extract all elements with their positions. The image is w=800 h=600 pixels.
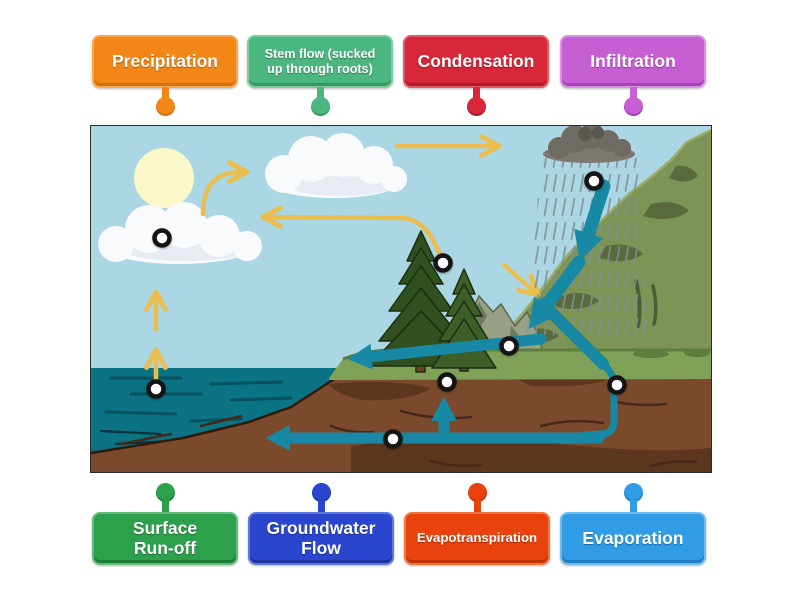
label-pin-dot xyxy=(310,97,330,116)
label-stem-flow[interactable]: Stem flow (sucked up through roots) xyxy=(247,35,393,88)
label-pin xyxy=(629,87,637,99)
label-pin xyxy=(473,500,481,514)
answer-points xyxy=(146,171,627,449)
answer-point-hillside[interactable] xyxy=(499,336,519,356)
answer-point-tree[interactable] xyxy=(433,253,453,273)
label-text: Surface Run-off xyxy=(132,517,198,558)
answer-point-ground-surface[interactable] xyxy=(437,372,457,392)
vapor-arrows xyxy=(144,134,541,387)
label-pin xyxy=(472,87,480,99)
label-text: Evaporation xyxy=(582,527,684,548)
label-infiltration[interactable]: Infiltration xyxy=(560,35,706,88)
label-pin-dot xyxy=(311,483,331,502)
label-evaporation[interactable]: Evaporation xyxy=(560,512,706,565)
label-pin-dot xyxy=(623,483,643,502)
arrow-evaporation-mountain xyxy=(501,262,541,298)
label-precipitation[interactable]: Precipitation xyxy=(92,35,238,88)
answer-point-soil-channel[interactable] xyxy=(607,375,627,395)
arrow-infiltration xyxy=(537,298,609,370)
label-pin-dot xyxy=(623,97,643,116)
label-groundwater-flow[interactable]: Groundwater Flow xyxy=(248,512,394,565)
label-pin-dot xyxy=(467,483,487,502)
answer-point-cloud[interactable] xyxy=(152,228,172,248)
arrow-condensation xyxy=(200,160,250,217)
label-pin-dot xyxy=(466,97,486,116)
water-cycle-diagram xyxy=(90,123,712,473)
label-pin xyxy=(161,500,169,514)
label-pin xyxy=(161,87,169,99)
label-surface-runoff[interactable]: Surface Run-off xyxy=(92,512,238,565)
rain-cloud xyxy=(543,123,635,163)
label-condensation[interactable]: Condensation xyxy=(403,35,549,88)
arrow-infiltration-channel xyxy=(581,360,618,439)
cloud-lower xyxy=(98,202,262,264)
label-text: Groundwater Flow xyxy=(266,517,376,558)
arrow-precipitation-downslope xyxy=(574,179,611,261)
answer-point-sea[interactable] xyxy=(146,379,166,399)
arrow-transpiration-trees xyxy=(260,205,446,265)
label-text: Condensation xyxy=(417,50,535,71)
label-evapotranspiration[interactable]: Evapotranspiration xyxy=(404,512,550,565)
label-pin xyxy=(316,87,324,99)
label-pin-dot xyxy=(155,97,175,116)
answer-point-groundwater[interactable] xyxy=(383,429,403,449)
answer-point-rain[interactable] xyxy=(584,171,604,191)
cloud-upper xyxy=(265,133,407,198)
label-text: Stem flow (sucked up through roots) xyxy=(264,47,376,76)
label-pin xyxy=(629,500,637,514)
label-pin xyxy=(317,500,325,514)
label-text: Evapotranspiration xyxy=(416,530,538,546)
water-cycle-scene xyxy=(90,123,712,472)
sun xyxy=(134,148,194,208)
label-pin-dot xyxy=(155,483,175,502)
label-text: Infiltration xyxy=(590,50,676,71)
label-text: Precipitation xyxy=(112,50,218,71)
